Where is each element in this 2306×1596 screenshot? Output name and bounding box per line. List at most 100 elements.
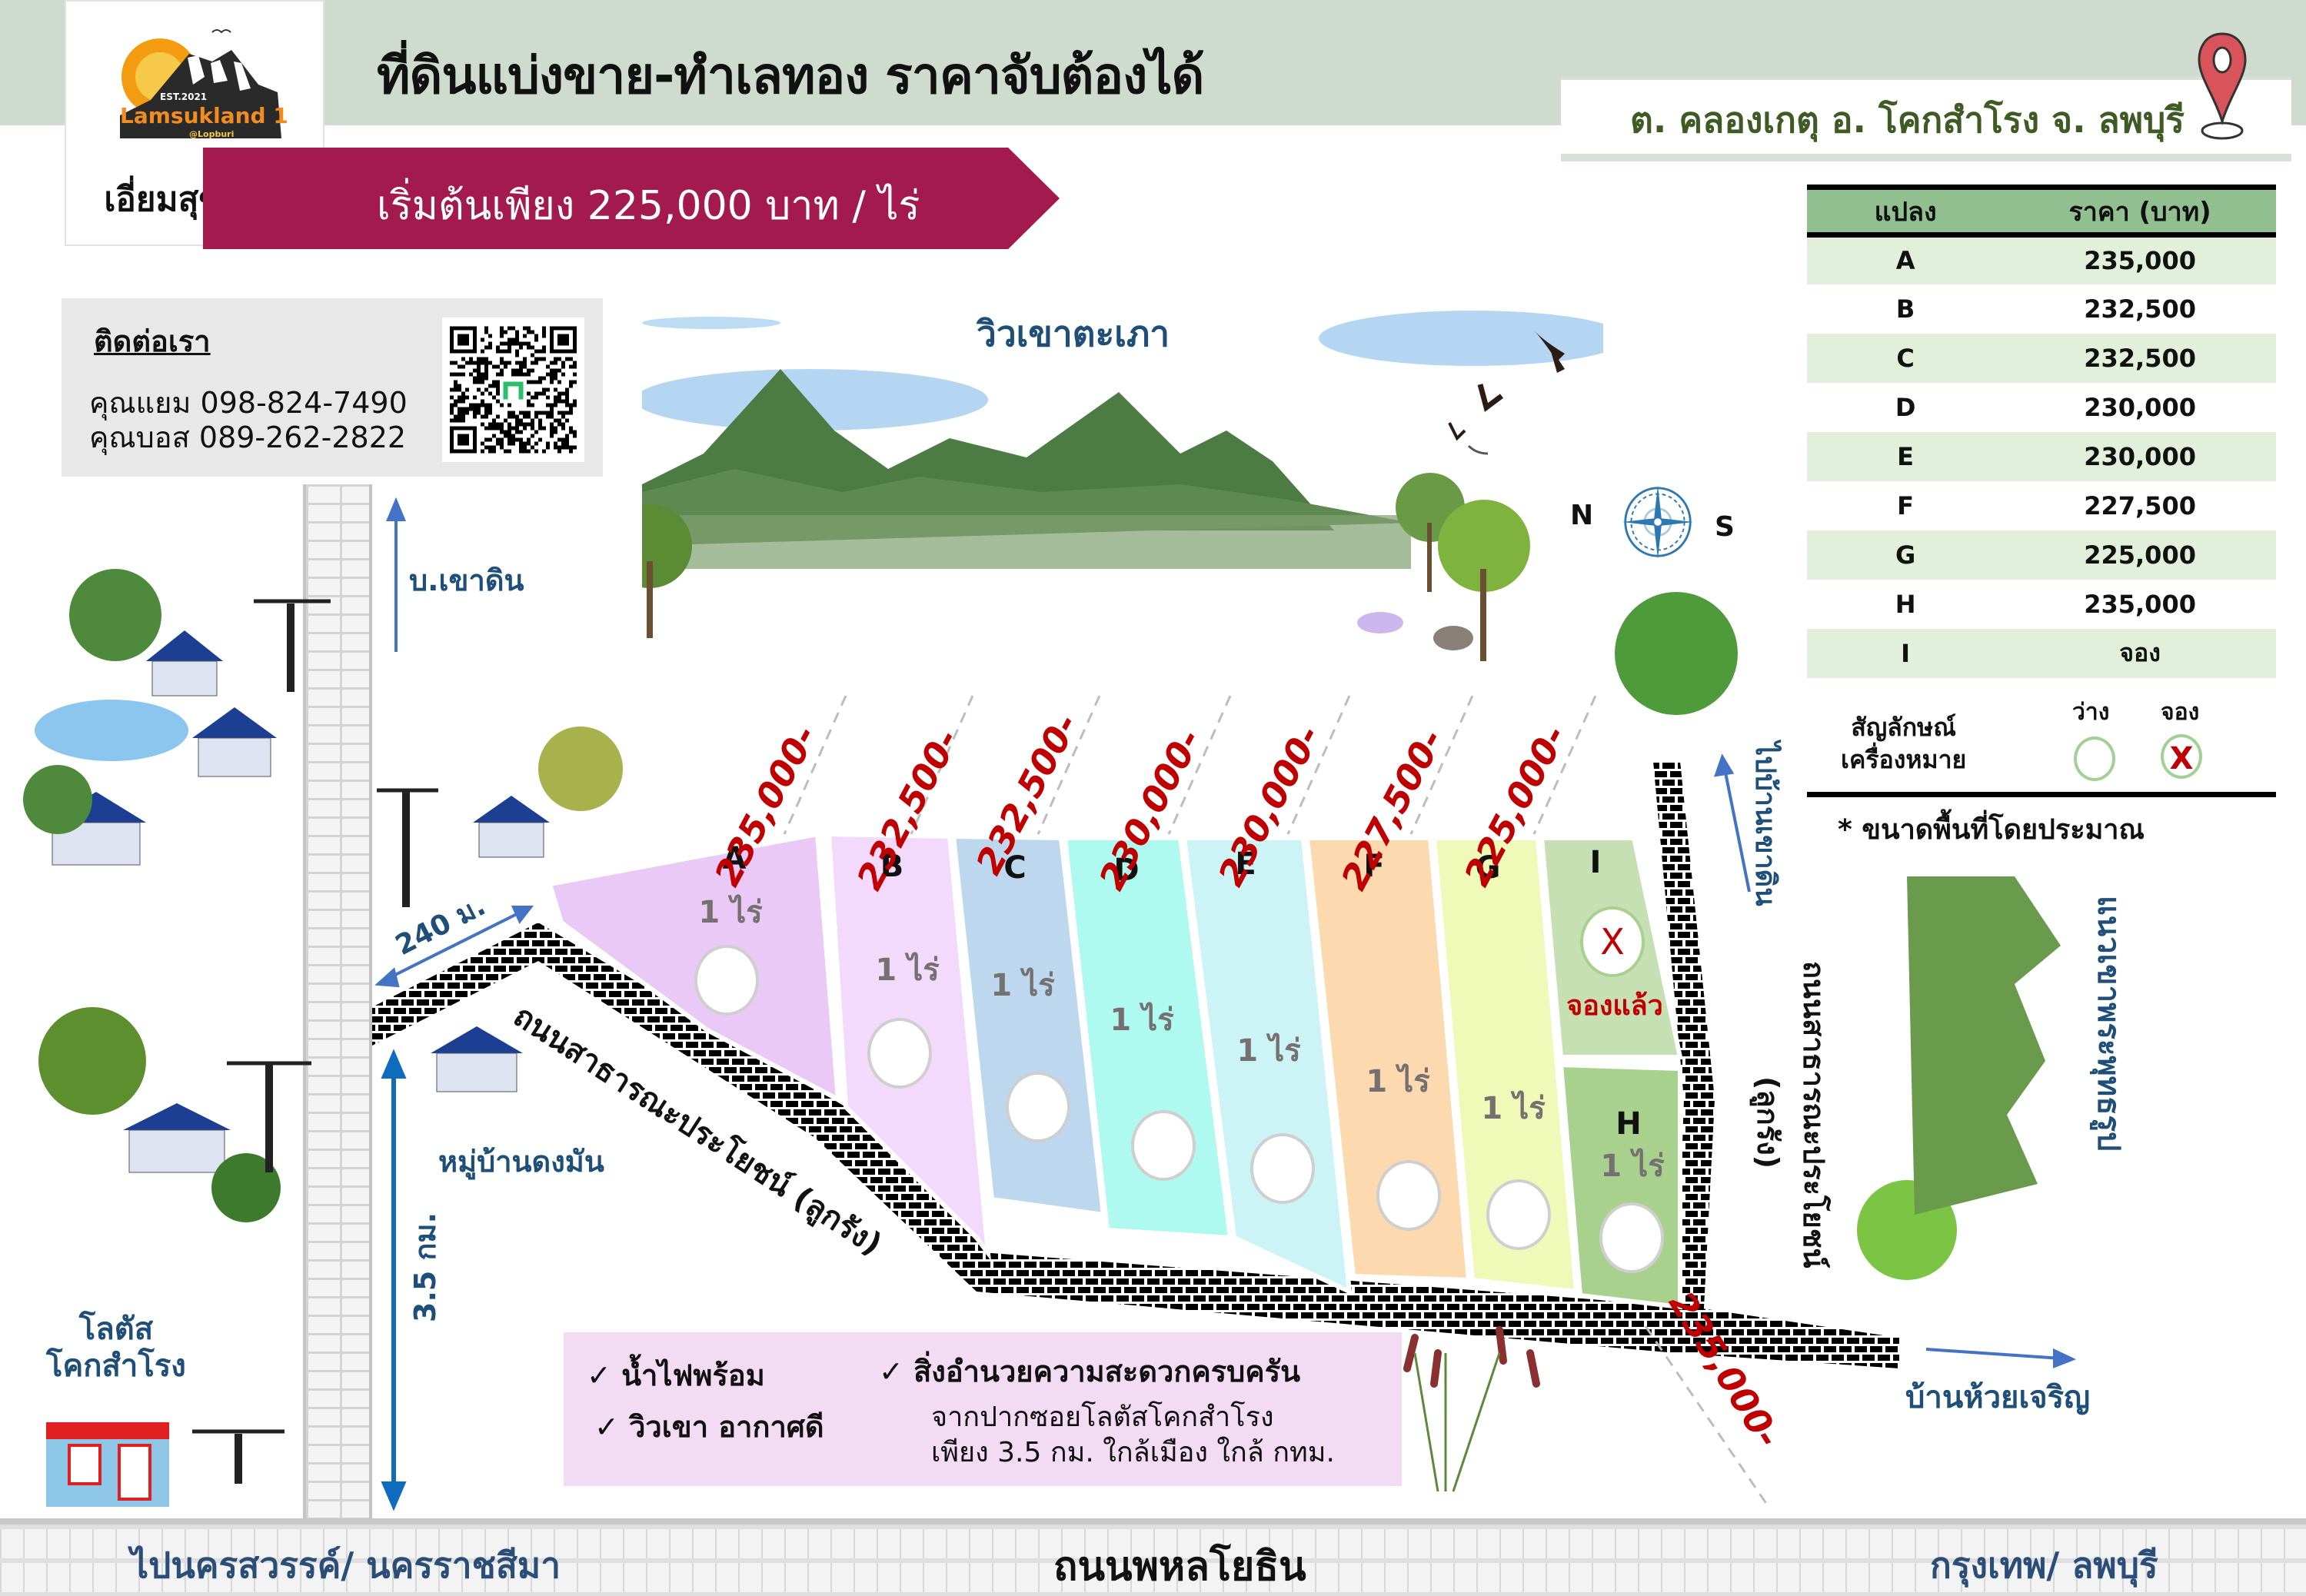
compass-icon [1622, 485, 1694, 559]
plot-h[interactable]: H1 ไร่ [1558, 1062, 1682, 1310]
legend-booked-label: จอง [2161, 699, 2200, 726]
plot-e[interactable]: E1 ไร่ [1181, 836, 1353, 1295]
booked-x-icon [1580, 906, 1645, 977]
plot-id-cell: A [1807, 234, 2005, 284]
tree-icon [1615, 592, 1738, 715]
plot-label: H [1616, 1106, 1641, 1142]
plot-price-cell: 232,500 [2004, 284, 2276, 334]
location-text: ต. คลองเกตุ อ. โคกสำโรง จ. ลพบุรี [1630, 99, 2185, 141]
contact-box: ติดต่อเรา คุณแยม 098-824-7490 คุณบอส 089… [62, 298, 603, 477]
lotus-store-icon [46, 1422, 169, 1507]
label-public-road-vertical-sub: (ลูกรัง) [1751, 1076, 1785, 1169]
cloud-icon [1319, 311, 1603, 366]
plot-area: 1 ไร่ [698, 894, 763, 930]
lotus-line-2: โคกสำโรง [46, 1348, 186, 1384]
map-pin-icon [2198, 32, 2247, 140]
plot-id-cell: I [1807, 628, 2005, 678]
plot-price-cell: 227,500 [2004, 480, 2276, 530]
plot-label: C [1003, 850, 1026, 886]
available-circle-icon [1131, 1110, 1196, 1181]
logo-est: EST.2021 [160, 91, 207, 102]
logo-brand: Lamsukland 1 [120, 103, 288, 128]
plot-g[interactable]: G1 ไร่ [1431, 836, 1579, 1295]
plot-boundary-dash [910, 695, 974, 835]
facility-view: ✓ วิวเขา อากาศดี [594, 1403, 824, 1450]
available-circle-icon [694, 945, 759, 1016]
road-direction-right: กรุงเทพ/ ลพบุรี [1930, 1544, 2158, 1586]
facility-note-line-2: เพียง 3.5 กม. ใกล้เมือง ใกล้ กทม. [931, 1437, 1335, 1468]
plot-id-cell: D [1807, 382, 2005, 432]
main-road-vertical [303, 484, 372, 1518]
label-to-khaodin-road: ไปบ้านเขาดิน [1749, 742, 1781, 906]
price-banner-text: เริ่มต้นเพียง 225,000 บาท / ไร่ [377, 183, 920, 229]
village-houses [23, 569, 1957, 1280]
label-lotus-khoksamrong: โลตัส โคกสำโรง [46, 1311, 186, 1385]
price-banner [203, 148, 1060, 249]
location-card [1561, 77, 2291, 161]
plot-f[interactable]: F 1 ไร่ [1304, 836, 1472, 1283]
plot-a[interactable]: A1 ไร่ [547, 831, 841, 1104]
line-logo-icon [503, 381, 524, 400]
road-name: ถนนพหลโยธิน [1053, 1544, 1306, 1590]
plot-area: 1 ไร่ [1110, 1002, 1174, 1038]
pond-icon [35, 700, 188, 761]
plot-shape[interactable] [547, 831, 841, 1104]
check-icon: ✓ [879, 1355, 903, 1388]
rock-icon [1433, 626, 1473, 650]
phahonyothin-road [0, 1518, 2306, 1596]
label-mountain-side: แนวเขาพระพุทธรูป [2091, 896, 2126, 1152]
mountain-side-icon [1907, 876, 2061, 1215]
plot-id-cell: H [1807, 579, 2005, 629]
cloud-icon [642, 369, 988, 431]
plot-label: F [1363, 849, 1384, 884]
label-huaicharoen-village: บ้านห้วยเจริญ [1905, 1380, 2091, 1415]
plot-boundary-dash [1167, 695, 1232, 835]
plot-shape[interactable] [1431, 836, 1579, 1295]
facility-amenities: ✓ สิ่งอำนวยความสะดวกครบครัน [879, 1348, 1300, 1395]
available-circle-icon [1250, 1133, 1315, 1204]
road-direction-left: ไปนครสวรรค์/ นครราชสีมา [131, 1544, 561, 1586]
plot-label: B [880, 849, 904, 884]
plot-price-cell: จอง [2004, 628, 2276, 678]
tree-icon [1438, 500, 1530, 592]
contact-title: ติดต่อเรา [94, 324, 211, 358]
plot-price-cell: 235,000 [2004, 579, 2276, 629]
header-price: ราคา (บาท) [2004, 185, 2276, 238]
flower-icon [1357, 612, 1403, 633]
label-dongman-village: หมู่บ้านดงมัน [438, 1145, 604, 1179]
legend-title-line-1: สัญลักษณ์ [1851, 713, 1956, 742]
plot-price-cell: 230,000 [2004, 382, 2276, 432]
header-plot: แปลง [1807, 185, 2005, 238]
tree-icon [69, 569, 161, 661]
legend-title-line-2: เครื่องหมาย [1841, 745, 1967, 774]
plot-price-cell: 232,500 [2004, 333, 2276, 383]
plot-area: 1 ไร่ [1481, 1090, 1546, 1126]
plot-b[interactable]: B1 ไร่ [826, 831, 991, 1262]
contact-phone-boss[interactable]: คุณบอส 089-262-2822 [89, 421, 407, 454]
legend-available-label: ว่าง [2072, 699, 2110, 726]
available-circle-icon [1486, 1179, 1551, 1250]
arrow-to-khaodin-road [1723, 768, 1751, 893]
plot-area: 1 ไร่ [1366, 1063, 1430, 1099]
plot-d[interactable]: D1 ไร่ [1062, 836, 1233, 1241]
grass-icon [1413, 1352, 1501, 1492]
compass-north-label: N [1570, 500, 1594, 531]
logo-birds-icon [211, 29, 231, 34]
plot-boundary-dash [1037, 695, 1101, 835]
check-icon: ✓ [587, 1358, 611, 1392]
tree-icon [38, 1007, 146, 1115]
available-circle-icon [2074, 736, 2115, 781]
booked-mark: X [1600, 921, 1625, 963]
lamsukland-logo: EST.2021 Lamsukland 1 @Lopburi [120, 29, 288, 139]
line-qr-code[interactable] [442, 318, 584, 462]
contact-phone-yam[interactable]: คุณแยม 098-824-7490 [89, 386, 408, 420]
facility-amenities-text: สิ่งอำนวยความสะดวกครบครัน [913, 1355, 1301, 1388]
